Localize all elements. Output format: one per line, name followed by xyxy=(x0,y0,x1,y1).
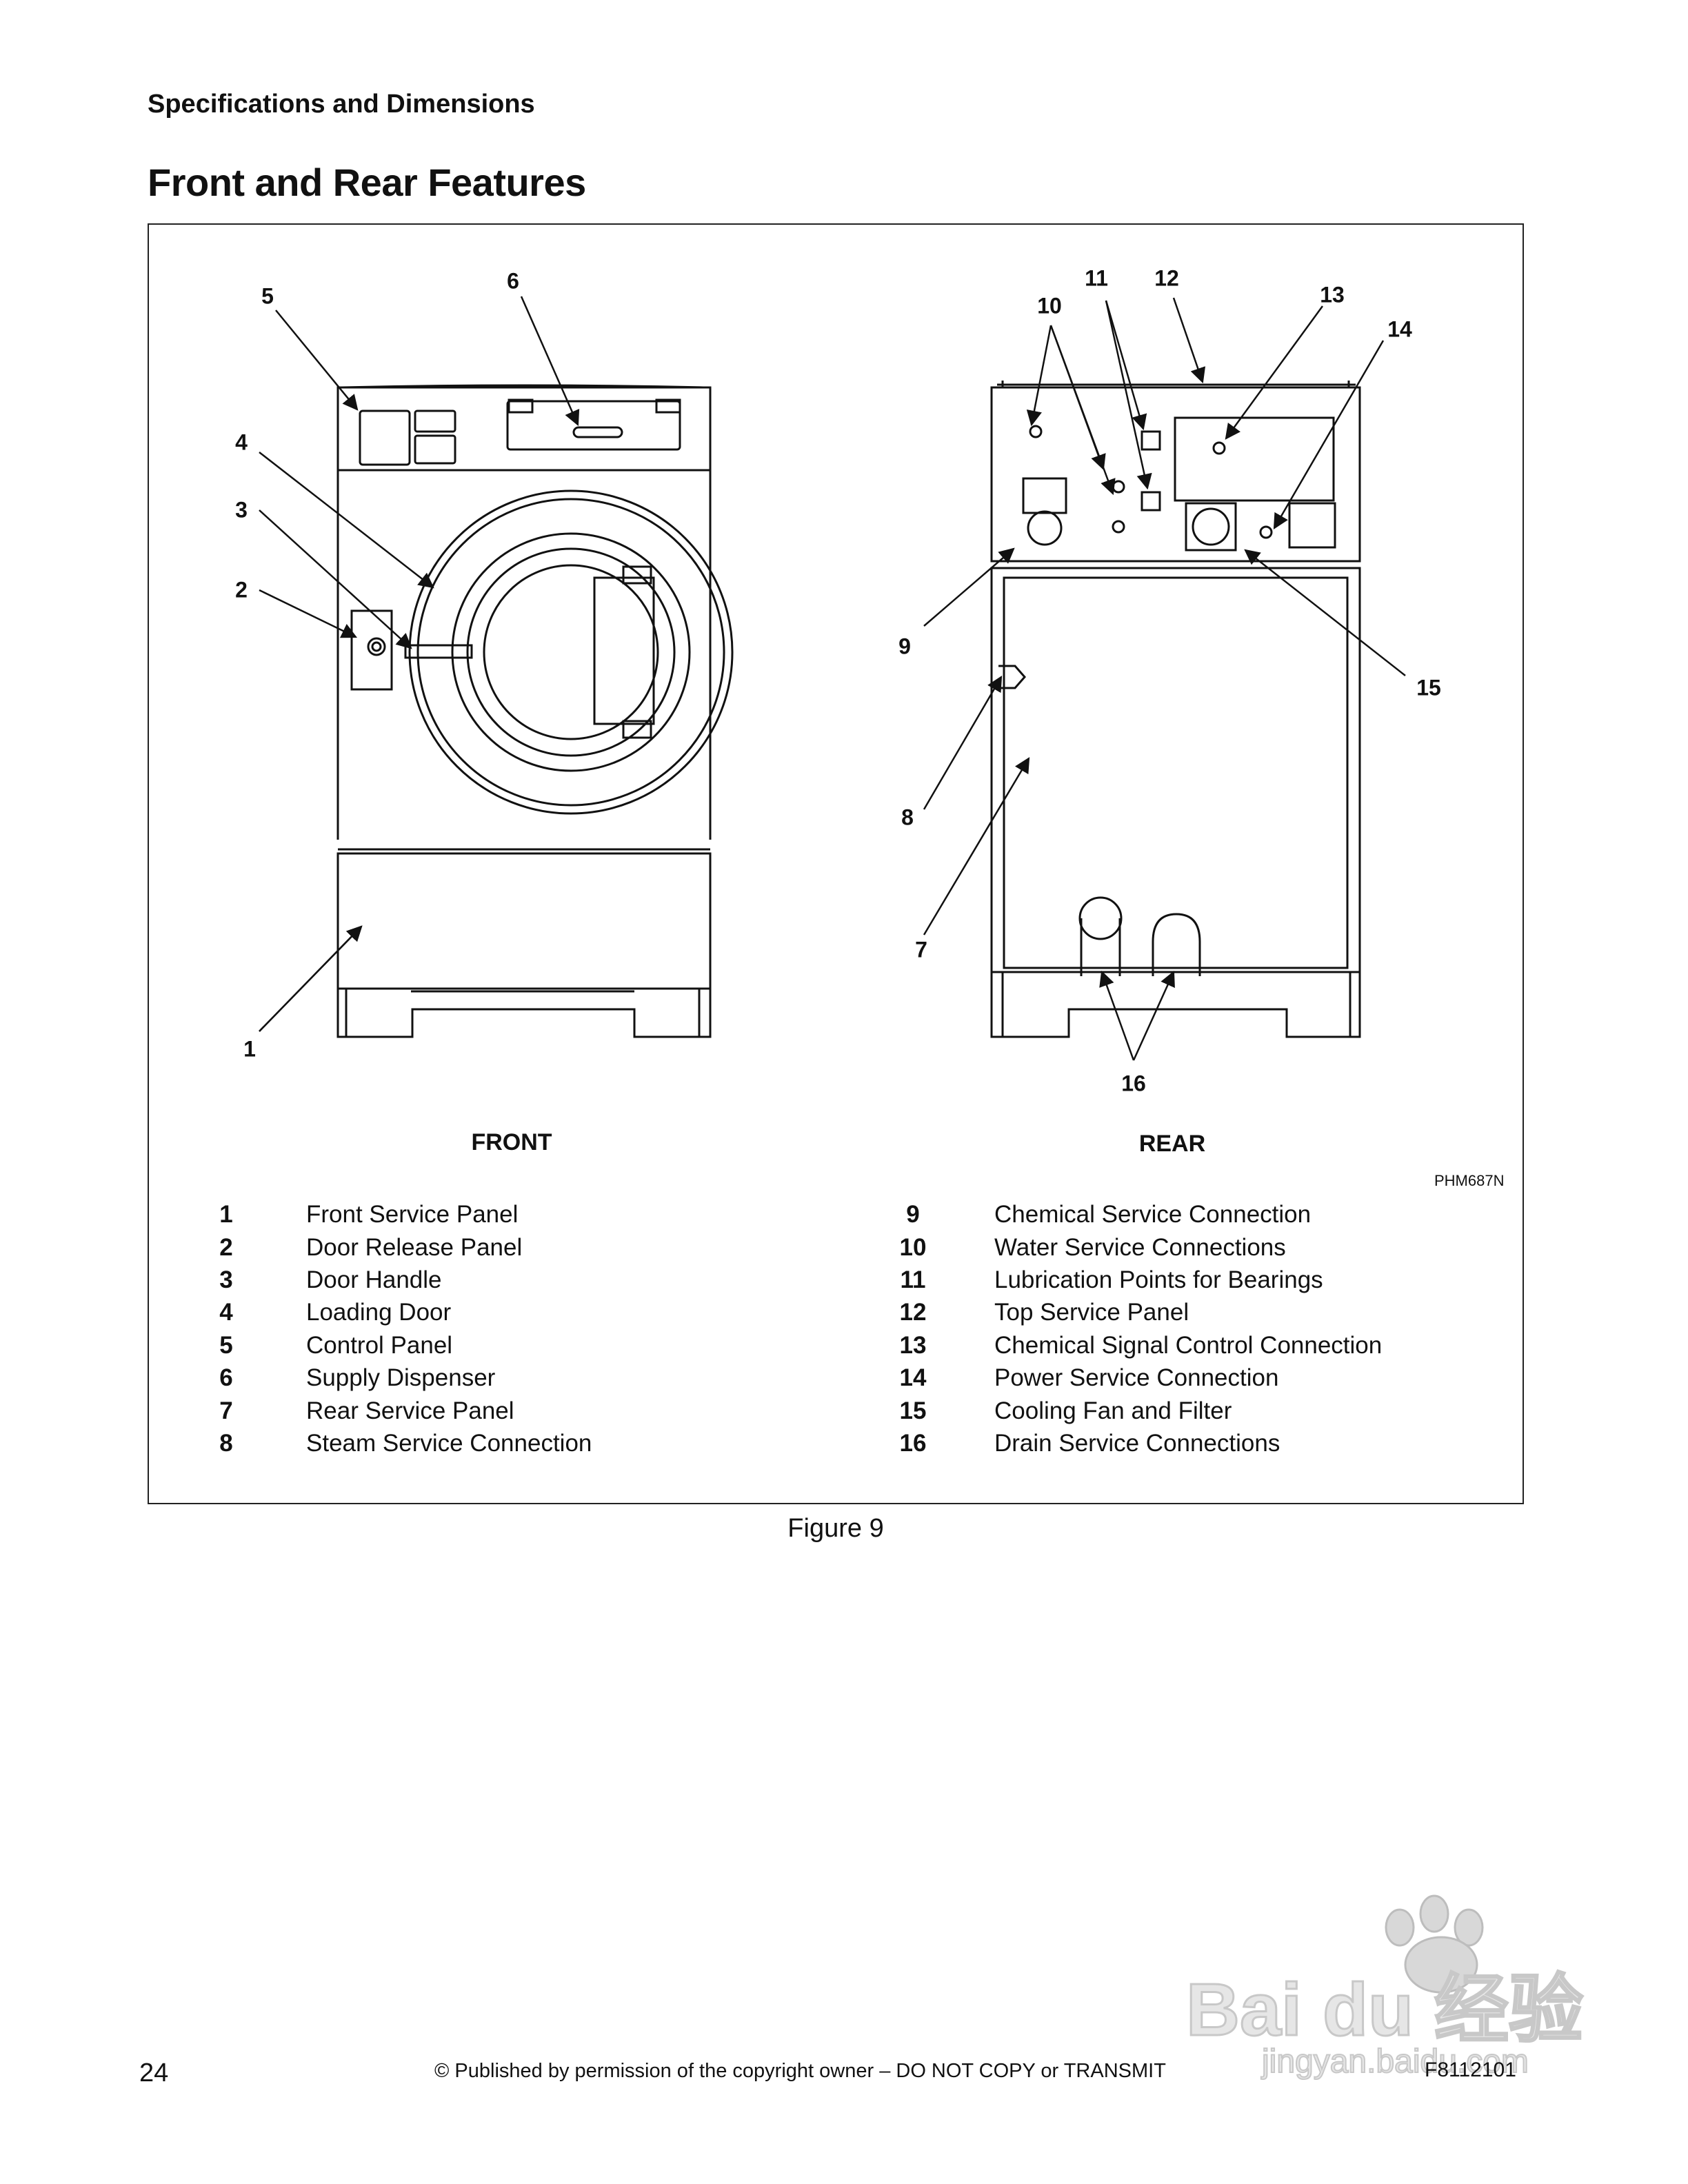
rear-view-label: REAR xyxy=(1138,1131,1206,1157)
rear-view xyxy=(990,381,1361,1038)
callout-16: 16 xyxy=(1121,1071,1146,1096)
watermark-url: jingyan.baidu.com xyxy=(1260,2043,1529,2080)
callout-7: 7 xyxy=(915,937,927,962)
baidu-watermark-logo: Bai du 经验 jingyan.baidu.com xyxy=(1185,1894,1585,2081)
figure-caption: Figure 9 xyxy=(787,1514,884,1543)
watermark-brand: Bai du 经验 xyxy=(1186,1968,1583,2051)
section-header: Specifications and Dimensions xyxy=(148,90,535,119)
callout-12: 12 xyxy=(1154,265,1179,291)
callout-13: 13 xyxy=(1320,282,1345,307)
callout-5: 5 xyxy=(261,283,274,309)
callout-1: 1 xyxy=(243,1036,256,1062)
callout-6: 6 xyxy=(507,268,519,294)
callout-2: 2 xyxy=(235,577,248,603)
callout-11: 11 xyxy=(1085,265,1108,291)
document-code: F8112101 xyxy=(1425,2059,1516,2081)
page-title: Front and Rear Features xyxy=(148,161,586,204)
callout-14: 14 xyxy=(1387,316,1412,342)
copyright-notice: © Published by permission of the copyrig… xyxy=(434,2060,1166,2082)
callout-15: 15 xyxy=(1416,675,1441,700)
callout-leaders xyxy=(259,296,1406,1061)
front-view-label: FRONT xyxy=(471,1129,552,1155)
front-view xyxy=(336,384,734,1038)
machine-drawing xyxy=(259,296,1406,1061)
page-number: 24 xyxy=(139,2059,169,2087)
callout-8: 8 xyxy=(901,805,914,830)
callout-10: 10 xyxy=(1037,293,1062,318)
callout-9: 9 xyxy=(898,634,911,659)
callout-3: 3 xyxy=(235,497,248,523)
figure-frame: 1 2 3 4 5 6 7 8 9 10 11 12 13 14 15 16 F… xyxy=(148,223,1524,1504)
callout-4: 4 xyxy=(235,429,248,455)
drawing-id: PHM687N xyxy=(1434,1172,1505,1189)
